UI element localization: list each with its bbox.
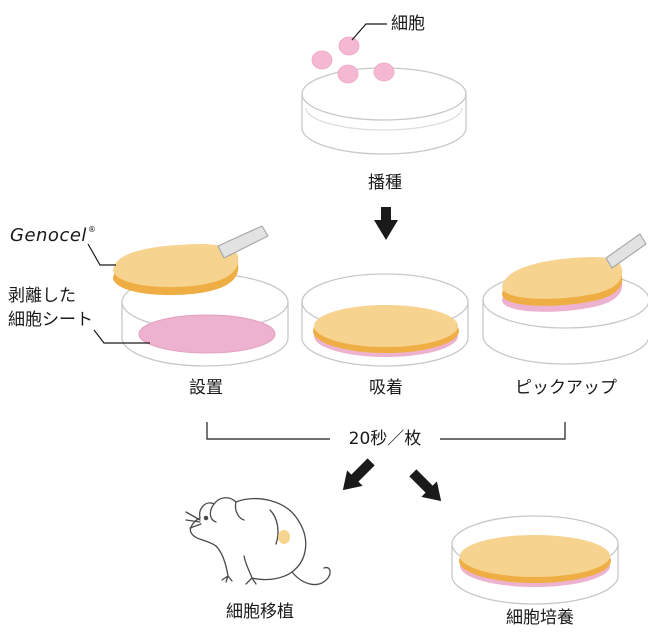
- genocel-membrane-pickup: [502, 233, 647, 312]
- label-rate: 20秒／枚: [348, 429, 422, 449]
- detached-cell-sheet: [138, 314, 276, 354]
- sheet-leader-line: [93, 329, 150, 344]
- label-seeding: 播種: [368, 173, 402, 193]
- genocel-logo-text: Genocel: [10, 225, 87, 246]
- rate-bracket-right: [440, 422, 566, 440]
- transplanted-sheet: [278, 530, 290, 544]
- label-adsorption: 吸着: [369, 378, 403, 398]
- label-placement: 設置: [189, 378, 223, 398]
- tweezer-tip-right: [605, 233, 647, 269]
- cell-4: [373, 62, 395, 82]
- cell-3: [337, 64, 359, 84]
- adsorption-dish: [301, 273, 469, 367]
- cell-1: [338, 36, 360, 56]
- genocel-membrane-placement: [113, 225, 269, 296]
- culture-dish: [451, 515, 619, 605]
- label-pickup: ピックアップ: [515, 378, 617, 398]
- genocel-logo: Genocel®: [10, 225, 96, 246]
- genocel-membrane-adsorption: [314, 305, 458, 347]
- label-detached-sheet-line1: 剥離した: [8, 286, 76, 306]
- arrow-down: [374, 207, 398, 240]
- label-cells: 細胞: [391, 14, 425, 34]
- cells-leader-line: [351, 23, 387, 41]
- genocel-leader-line: [87, 243, 116, 266]
- placement-dish: [121, 273, 289, 367]
- mouse-illustration: [185, 497, 331, 586]
- cell-2: [311, 50, 333, 70]
- seeded-cells: [311, 36, 395, 84]
- label-culture: 細胞培養: [506, 608, 574, 628]
- label-detached-sheet-line2: 細胞シート: [8, 310, 93, 330]
- arrow-down-left: [342, 458, 375, 491]
- label-transplant: 細胞移植: [226, 602, 294, 622]
- genocel-membrane-culture: [460, 535, 610, 577]
- tweezer-tip-left: [217, 225, 269, 259]
- registered-mark: ®: [87, 225, 97, 234]
- rate-bracket-left: [206, 422, 330, 440]
- arrow-down-right: [409, 469, 442, 502]
